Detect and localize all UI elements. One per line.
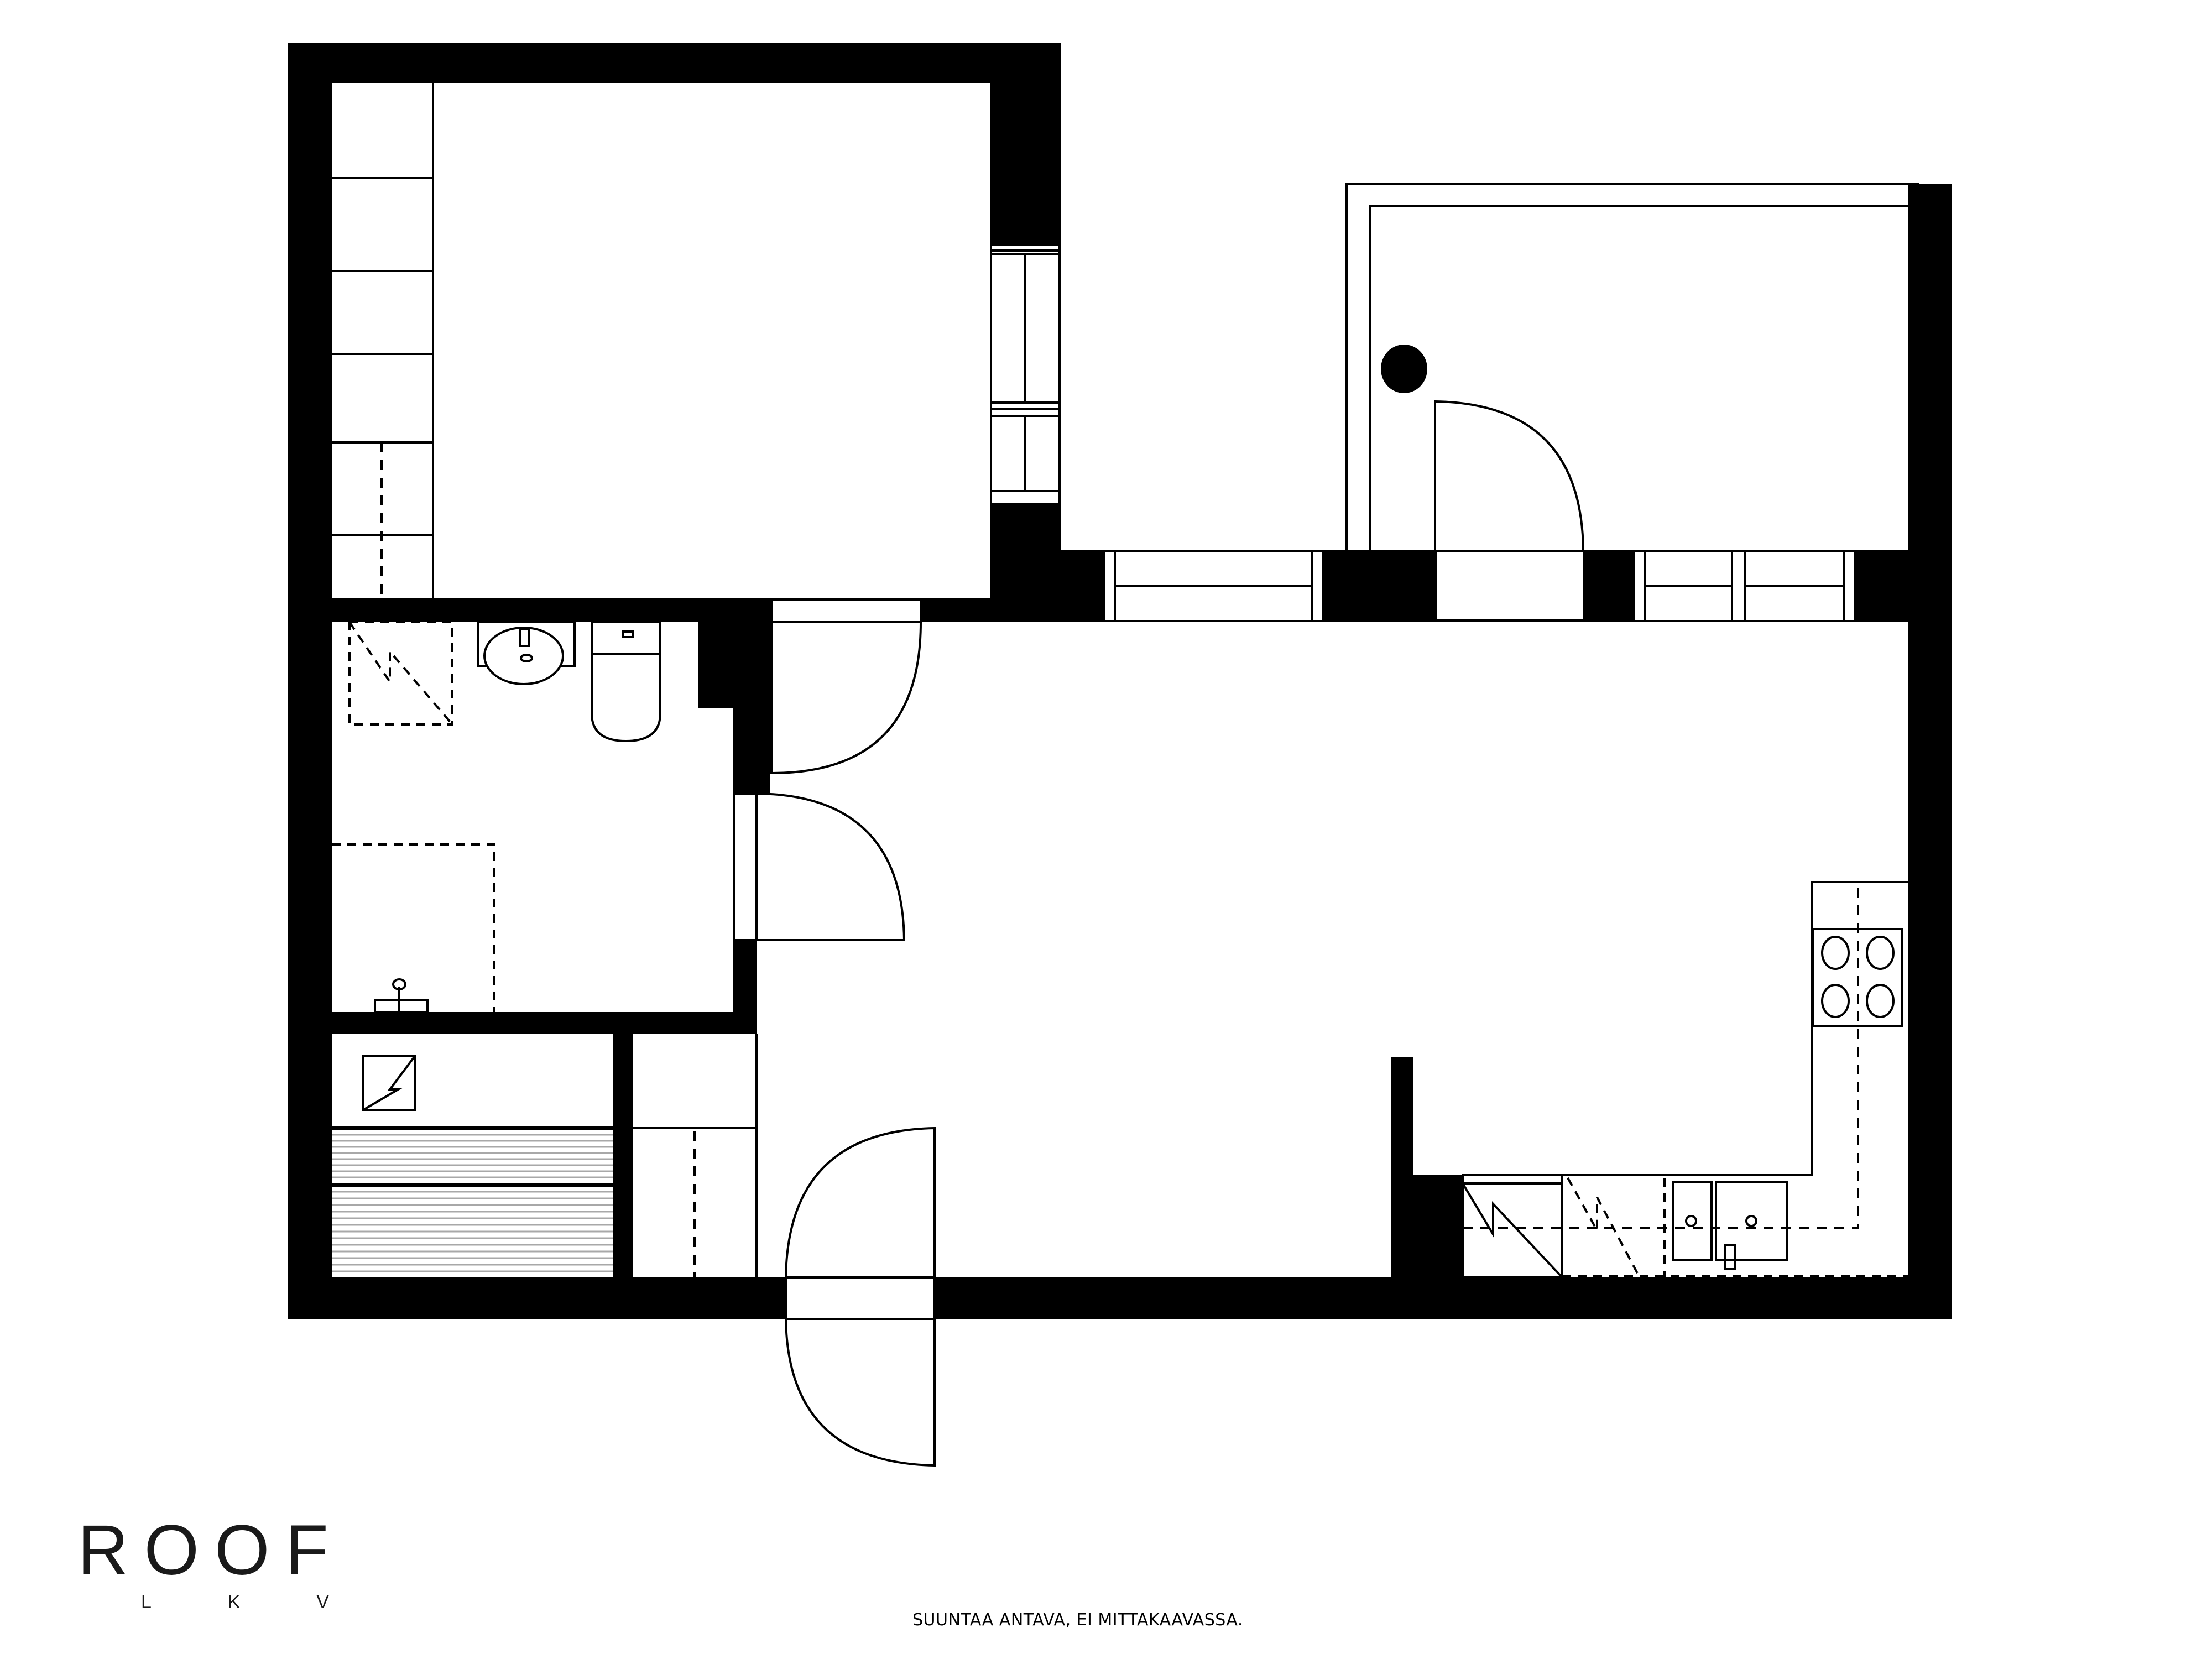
logo-wordmark: ROOF [77,1511,344,1590]
window-icon [990,244,1061,505]
washing-machine-space [348,621,453,726]
walls [288,43,1952,1319]
door-swing-icon [785,1126,936,1467]
toilet-icon [591,621,661,743]
bathroom [332,621,661,1013]
entry-closet [633,1034,758,1277]
wall-bathroom-right-lower [733,940,757,1012]
refrigerator-icon [1462,1174,1563,1279]
sauna-bench-hatch [332,1134,613,1272]
window-icon [1632,550,1856,622]
doors [733,598,936,1467]
logo-letter: K [227,1592,241,1613]
kitchen-counter [1463,881,1908,1176]
sink-icon [1672,1181,1788,1270]
logo-letter: V [316,1592,329,1613]
wall-right [1908,184,1952,1319]
wall-living-top-b [1323,550,1435,622]
wall-bottom-left [288,1277,786,1319]
wall-bedroom-bottom [288,598,771,622]
scale-disclaimer: SUUNTAA ANTAVA, EI MITTAKAAVASSA. [912,1610,1243,1630]
window-icon [1103,550,1324,622]
shower-icon [374,978,429,1013]
living-windows [1103,550,1856,622]
wall-living-top-c [1585,550,1634,622]
electrical-panel-icon [362,1055,416,1111]
wall-bedroom-top [288,43,1061,83]
kitchen [1462,881,1908,1279]
balcony [1345,183,1919,622]
washbasin-icon [477,621,576,685]
logo-subtitle: L K V [141,1593,329,1611]
shower-area [332,843,495,1012]
wall-bedroom-right-upper [990,43,1061,245]
wall-living-top-a [1061,550,1104,622]
door-swing-icon [733,792,906,941]
company-logo: ROOF L K V [77,1511,398,1612]
wall-kitchen-stub [1391,1175,1463,1319]
wall-left [288,43,332,1319]
wall-hall-left-upper [757,622,770,794]
sauna [332,1055,613,1272]
door-swing-icon [1434,400,1585,622]
logo-letter: L [141,1592,152,1613]
door-swing-icon [770,598,922,775]
column-icon [1381,345,1427,393]
wall-bedroom-bottom-right [921,598,1061,622]
wall-bathroom-notch [698,622,757,708]
bedroom [332,83,1061,598]
wall-bathroom-bottom [288,1012,757,1034]
wall-sauna-right [613,1012,633,1319]
